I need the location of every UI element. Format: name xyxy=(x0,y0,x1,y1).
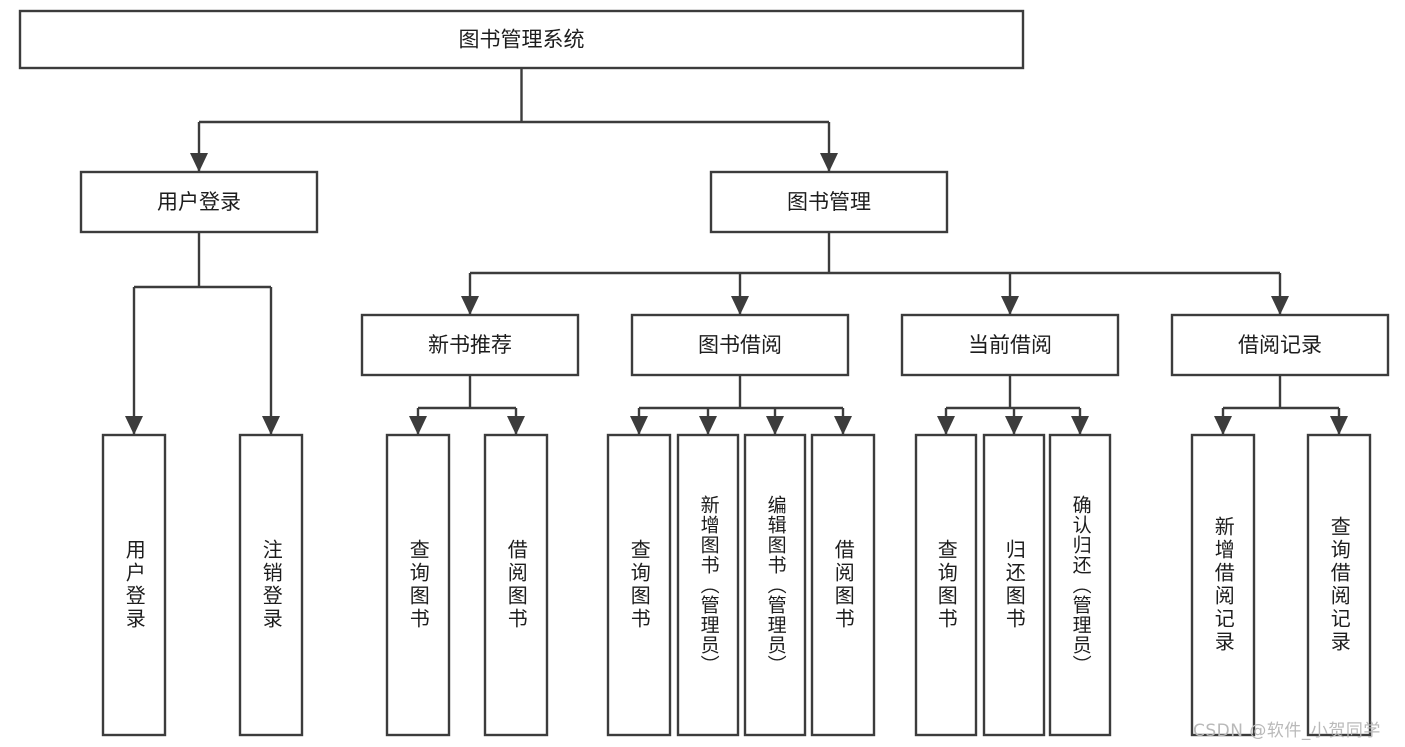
arrow-head-icon xyxy=(766,416,784,435)
arrow-head-icon xyxy=(125,416,143,435)
node-box-leaf-user-login[interactable] xyxy=(101,433,167,737)
arrow-head-icon xyxy=(630,416,648,435)
node-box-leaf-query-record[interactable] xyxy=(1306,433,1372,737)
node-box-leaf-edit-book[interactable] xyxy=(743,433,807,737)
node-box-leaf-user-logout[interactable] xyxy=(238,433,304,737)
arrow-head-icon xyxy=(461,296,479,315)
node-box-leaf-query-book-borrow[interactable] xyxy=(606,433,672,737)
arrow-head-icon xyxy=(1071,416,1089,435)
node-box-user-login[interactable] xyxy=(79,170,319,234)
node-label: 新书推荐 xyxy=(428,333,512,357)
node-box-leaf-borrow-book-rec[interactable] xyxy=(483,433,549,737)
node-box-leaf-add-record[interactable] xyxy=(1190,433,1256,737)
node-box-leaf-query-book-current[interactable] xyxy=(914,433,978,737)
arrow-head-icon xyxy=(190,153,208,172)
arrow-head-icon xyxy=(834,416,852,435)
node-box-borrow-record[interactable] xyxy=(1170,313,1390,377)
csdn-watermark: CSDN @软件_小贺同学 xyxy=(1193,721,1381,741)
node-box-leaf-return-book[interactable] xyxy=(982,433,1046,737)
arrow-head-icon xyxy=(820,153,838,172)
node-label: 图书管理系统 xyxy=(459,28,585,52)
node-box-layer xyxy=(18,9,1390,737)
node-label: 当前借阅 xyxy=(968,333,1052,357)
node-box-leaf-query-book-rec[interactable] xyxy=(385,433,451,737)
node-box-leaf-add-book[interactable] xyxy=(676,433,740,737)
node-label: 用户登录 xyxy=(157,190,241,214)
node-label: 借阅记录 xyxy=(1238,333,1322,357)
node-box-new-book-recommend[interactable] xyxy=(360,313,580,377)
node-label: 图书管理 xyxy=(787,190,871,214)
node-box-root[interactable] xyxy=(18,9,1025,70)
node-label: 图书借阅 xyxy=(698,333,782,357)
arrow-head-icon xyxy=(262,416,280,435)
arrow-head-icon xyxy=(1330,416,1348,435)
arrow-head-icon xyxy=(409,416,427,435)
arrow-head-icon xyxy=(699,416,717,435)
connector-layer xyxy=(125,68,1348,435)
arrow-head-icon xyxy=(731,296,749,315)
node-box-current-borrow[interactable] xyxy=(900,313,1120,377)
arrow-head-icon xyxy=(1214,416,1232,435)
arrow-head-icon xyxy=(937,416,955,435)
node-box-book-management[interactable] xyxy=(709,170,949,234)
arrow-head-icon xyxy=(1005,416,1023,435)
arrow-head-icon xyxy=(507,416,525,435)
node-box-book-borrow[interactable] xyxy=(630,313,850,377)
arrow-head-icon xyxy=(1001,296,1019,315)
arrow-head-icon xyxy=(1271,296,1289,315)
node-box-leaf-borrow-book[interactable] xyxy=(810,433,876,737)
node-box-leaf-confirm-return[interactable] xyxy=(1048,433,1112,737)
